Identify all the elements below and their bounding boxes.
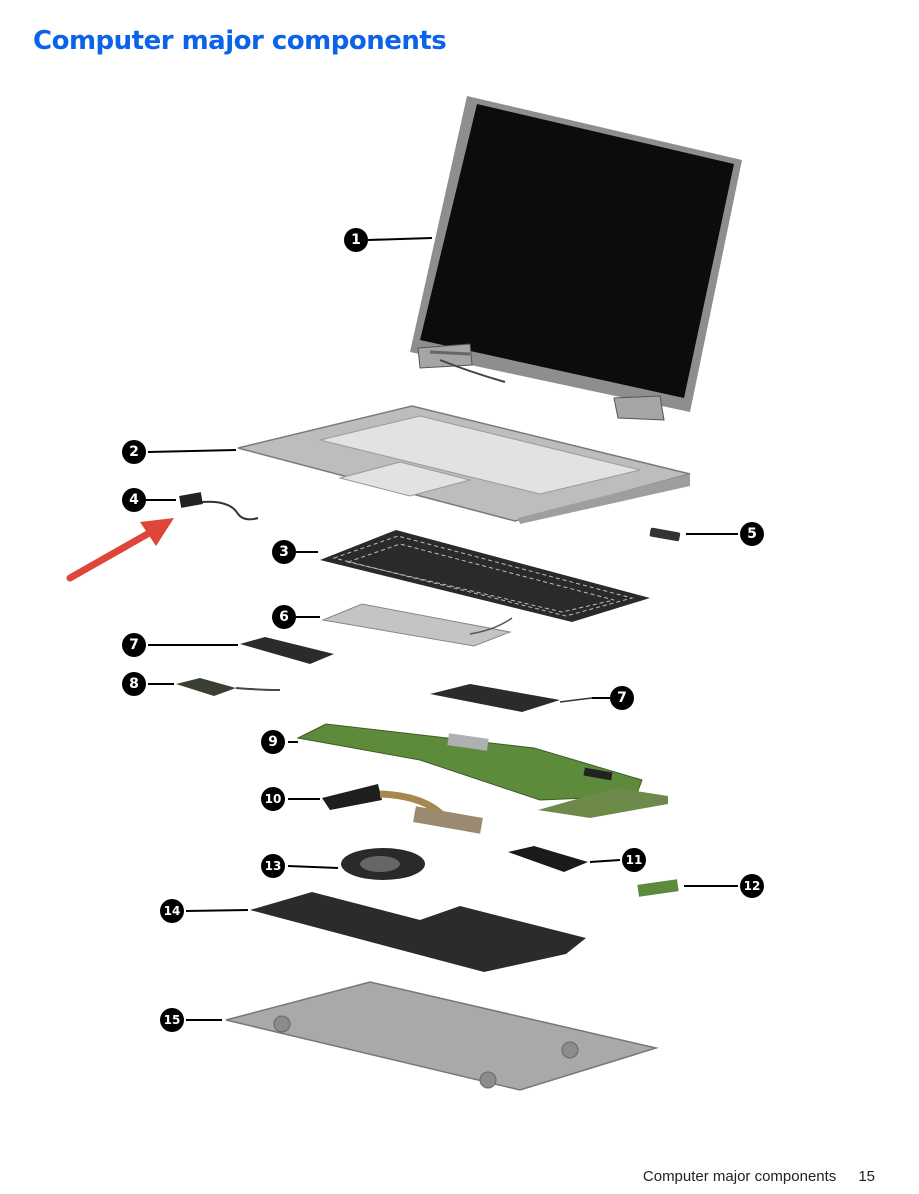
page-title: Computer major components: [33, 26, 447, 56]
svg-text:12: 12: [744, 879, 761, 893]
red-arrow-icon: [66, 518, 174, 582]
solid-state-drive: [508, 846, 588, 872]
bottom-cover: [225, 981, 659, 1091]
svg-text:4: 4: [129, 492, 139, 508]
svg-text:14: 14: [164, 904, 181, 918]
callout-13: 13: [261, 854, 285, 878]
svg-text:1: 1: [351, 232, 361, 248]
callout-8: 8: [122, 672, 146, 696]
svg-text:9: 9: [268, 734, 278, 750]
callout-7-right: 7: [610, 686, 634, 710]
fan: [341, 848, 425, 880]
callout-9: 9: [261, 730, 285, 754]
svg-text:3: 3: [279, 544, 289, 560]
small-board-component-5: [649, 527, 681, 542]
speaker-left: [240, 637, 334, 664]
callout-2: 2: [122, 440, 146, 464]
battery: [250, 892, 586, 972]
svg-text:11: 11: [626, 853, 643, 867]
cable-component-4: [179, 492, 259, 521]
svg-text:15: 15: [164, 1013, 181, 1027]
callout-6: 6: [272, 605, 296, 629]
svg-text:7: 7: [129, 637, 139, 653]
callout-14: 14: [160, 899, 184, 923]
system-board: [296, 723, 668, 818]
svg-text:10: 10: [265, 792, 282, 806]
svg-text:13: 13: [265, 859, 282, 873]
callout-15: 15: [160, 1008, 184, 1032]
callout-7-left: 7: [122, 633, 146, 657]
svg-text:6: 6: [279, 609, 289, 625]
svg-text:8: 8: [129, 676, 139, 692]
keyboard: [320, 530, 650, 622]
footer-section-title: Computer major components: [642, 1168, 837, 1185]
callout-5: 5: [740, 522, 764, 546]
top-cover: [237, 405, 691, 524]
wlan-module: [637, 879, 679, 897]
page-number: 15: [858, 1168, 875, 1185]
svg-text:7: 7: [617, 690, 627, 706]
heat-sink: [322, 784, 483, 834]
svg-text:2: 2: [129, 444, 139, 460]
speaker-right: [430, 684, 593, 712]
callout-1: 1: [344, 228, 368, 252]
callout-4: 4: [122, 488, 146, 512]
display-assembly: [410, 96, 742, 421]
touchpad: [321, 603, 513, 647]
board-component-8: [176, 678, 281, 696]
callout-11: 11: [622, 848, 646, 872]
svg-text:5: 5: [747, 526, 757, 542]
callout-12: 12: [740, 874, 764, 898]
callout-10: 10: [261, 787, 285, 811]
page-footer: Computer major components 15: [643, 1168, 875, 1185]
callout-leader-lines: [146, 237, 738, 1021]
callout-3: 3: [272, 540, 296, 564]
